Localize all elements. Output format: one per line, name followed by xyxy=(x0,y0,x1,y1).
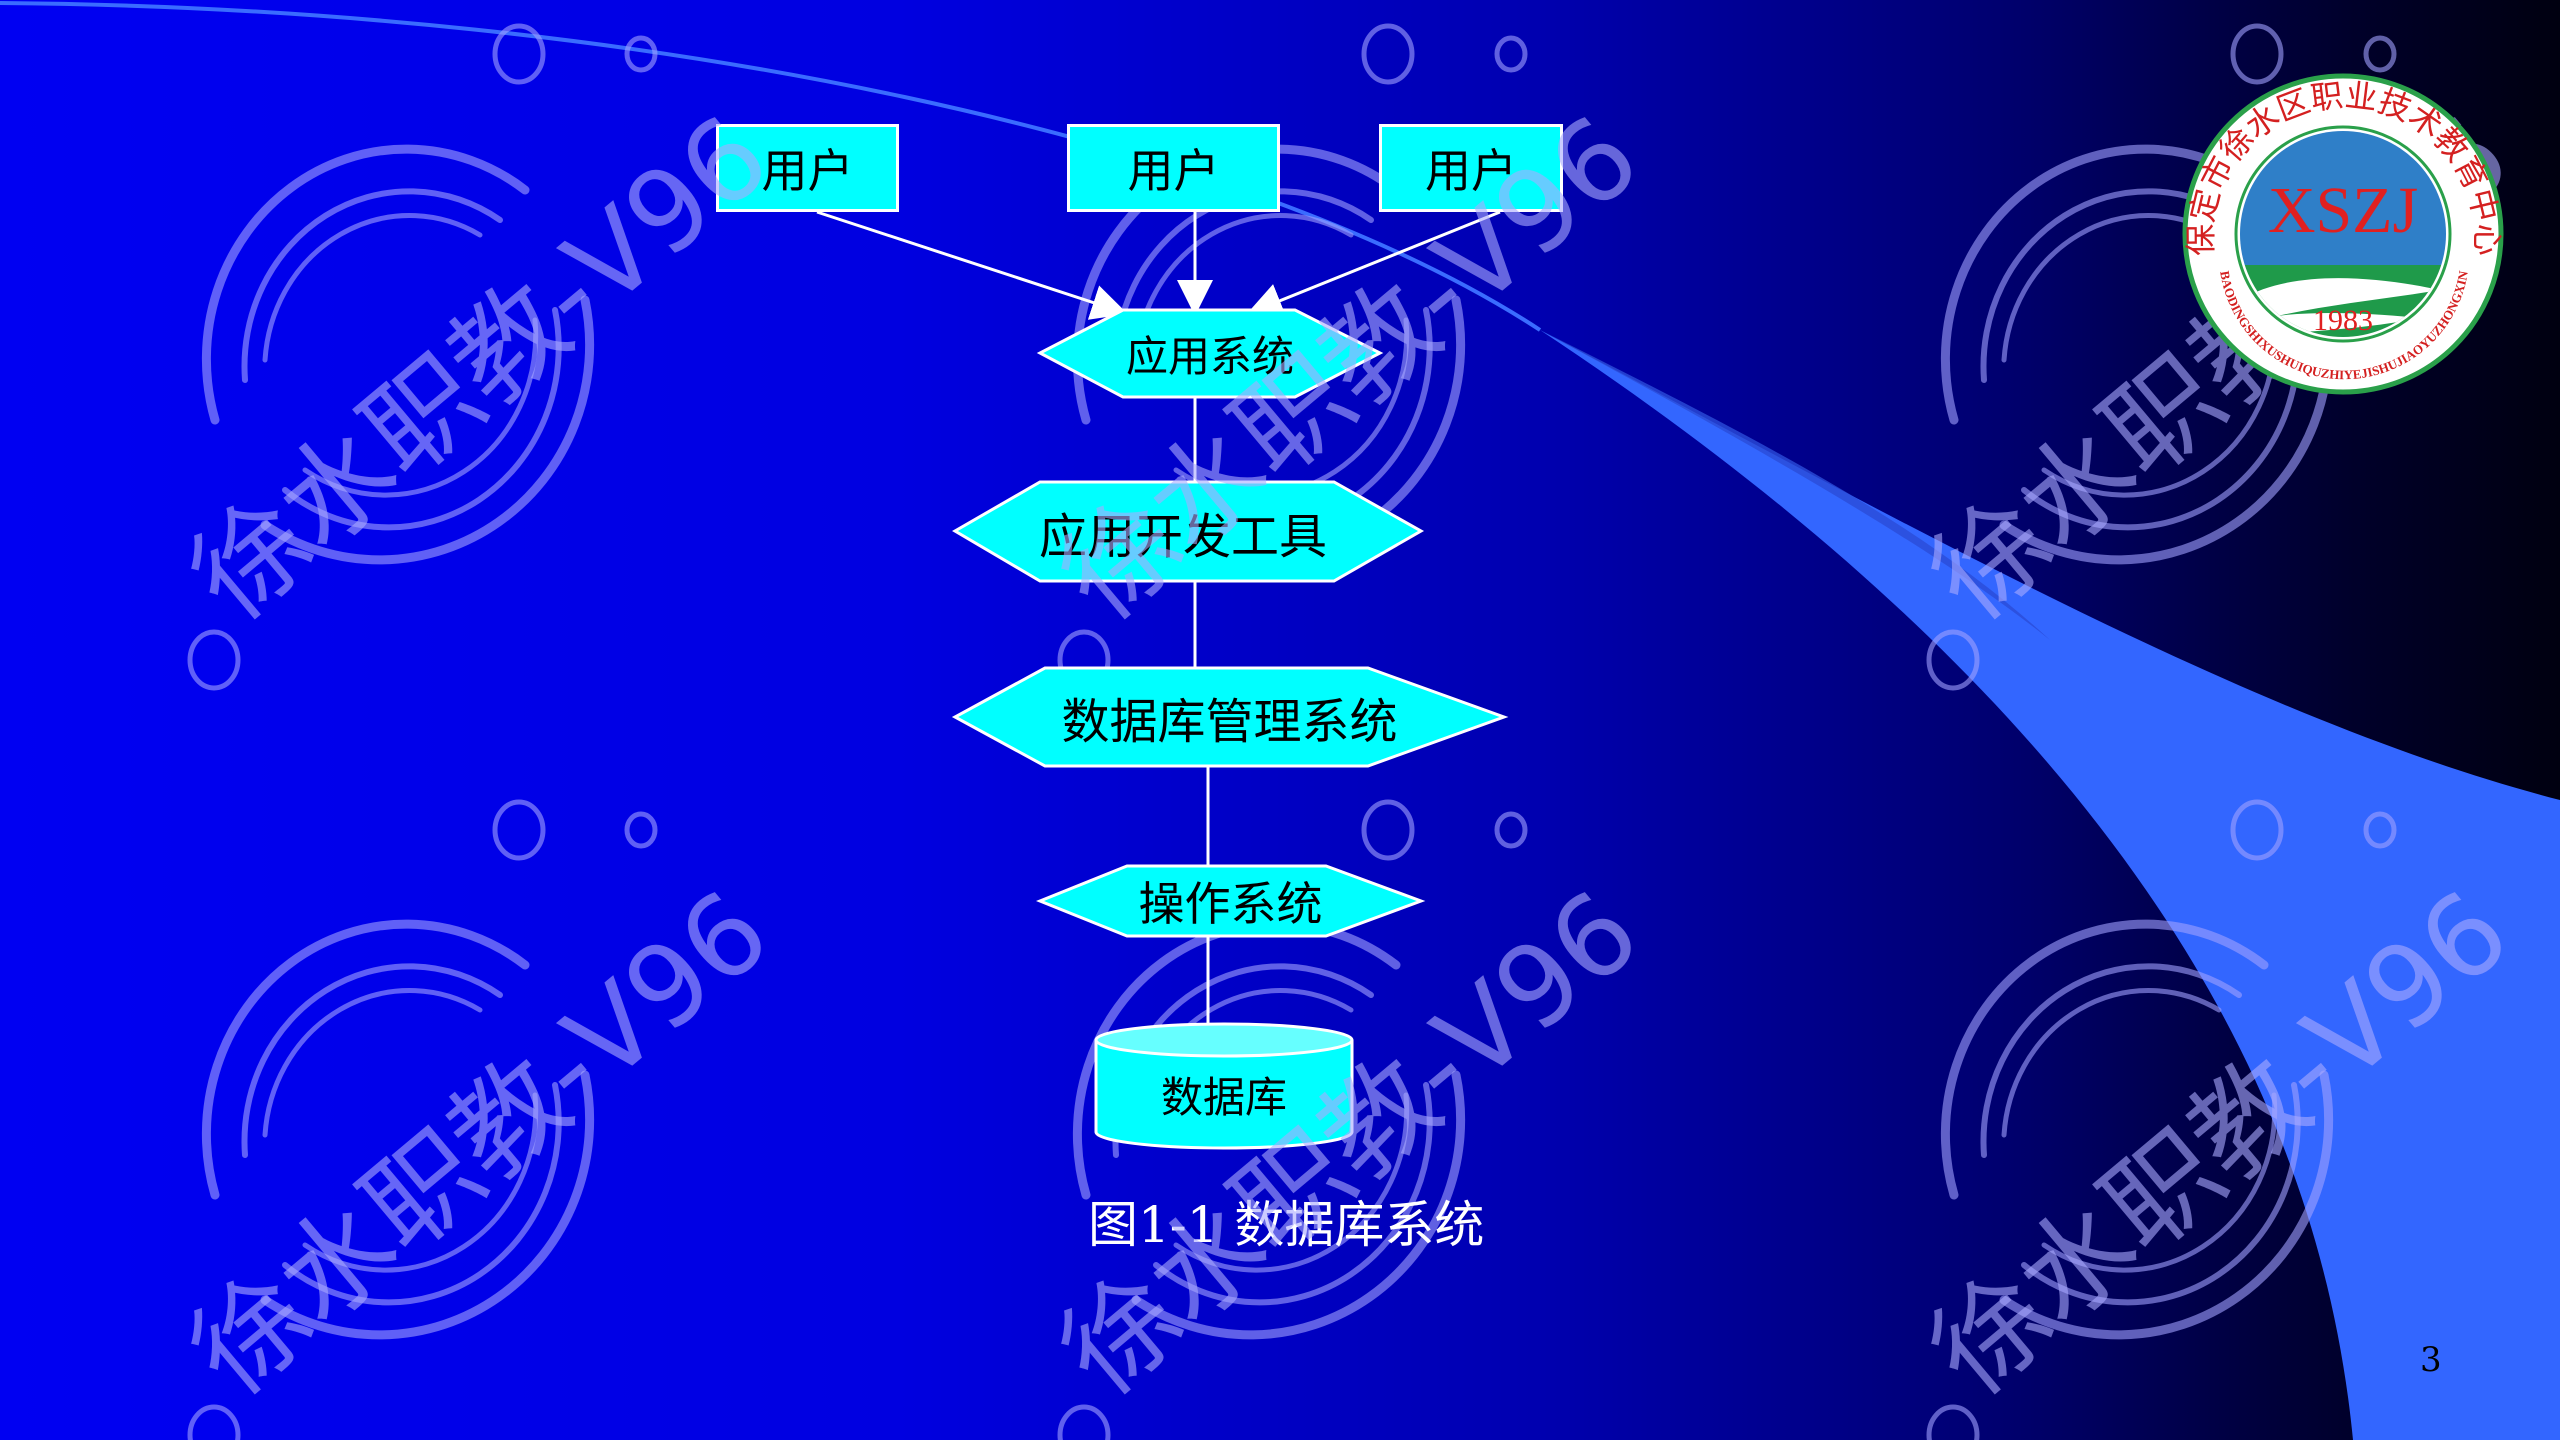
page-number: 3 xyxy=(2420,1340,2442,1380)
layer-application-system[interactable]: 应用系统 xyxy=(1040,310,1380,397)
hex-dbms xyxy=(951,666,1509,768)
database-text: 数据库 xyxy=(1160,1072,1287,1122)
hex-dev-tools xyxy=(952,480,1425,583)
database-cylinder xyxy=(1094,1022,1354,1150)
figure-caption: 图1-1 数据库系统 xyxy=(1088,1196,1485,1254)
user-box-1[interactable]: 用户 xyxy=(716,124,899,212)
layer-label: 操作系统 xyxy=(1138,877,1323,931)
user-label: 用户 xyxy=(1127,144,1220,198)
layer-label: 应用系统 xyxy=(1125,332,1294,381)
layer-dbms[interactable]: 数据库管理系统 xyxy=(955,668,1504,766)
database-label[interactable]: 数据库 xyxy=(1096,1056,1352,1132)
hex-application-system xyxy=(1036,308,1384,399)
hex-os xyxy=(1035,864,1426,938)
layer-dev-tools[interactable]: 应用开发工具 xyxy=(955,482,1421,581)
user-box-3[interactable]: 用户 xyxy=(1379,124,1563,212)
layer-label: 应用开发工具 xyxy=(1038,508,1327,565)
layer-os[interactable]: 操作系统 xyxy=(1040,866,1421,936)
layer-label: 数据库管理系统 xyxy=(1061,694,1398,750)
logo-initials: XSZJ xyxy=(2268,174,2418,247)
logo-year: 1983 xyxy=(2313,304,2373,337)
user-box-2[interactable]: 用户 xyxy=(1067,124,1280,212)
user-label: 用户 xyxy=(1425,144,1517,198)
user-label: 用户 xyxy=(761,144,854,198)
